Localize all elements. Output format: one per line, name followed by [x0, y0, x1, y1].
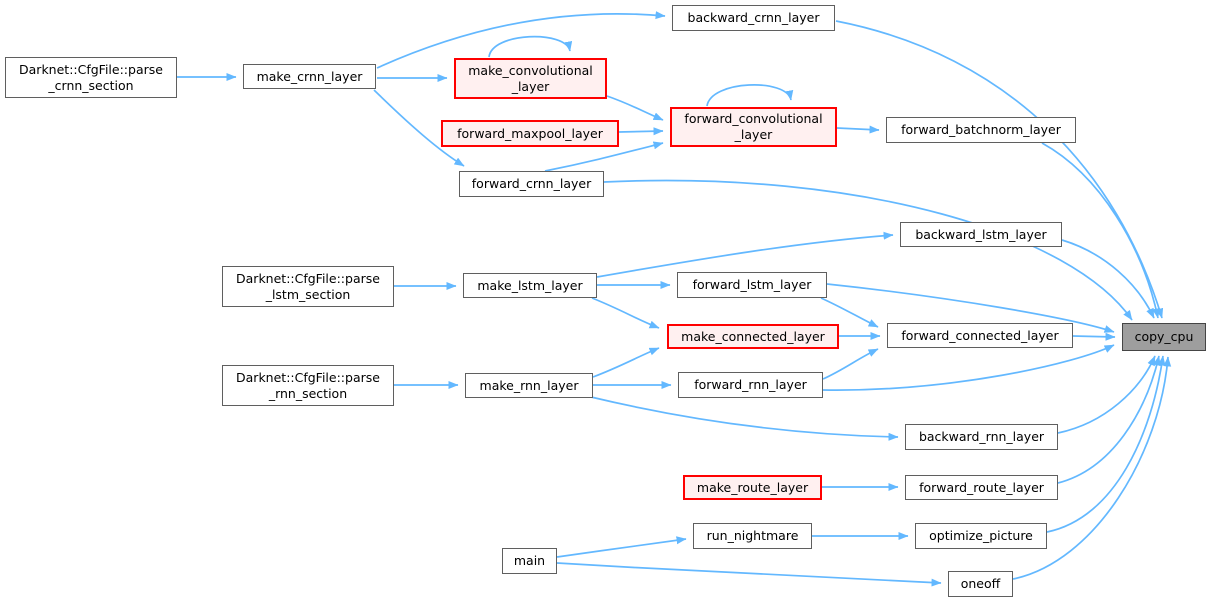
node-label: forward_connected_layer: [901, 327, 1059, 343]
edge-make_lstm_layer-to-make_connected_layer: [591, 297, 660, 329]
node-label: backward_crnn_layer: [687, 10, 820, 25]
edge-forward_crnn_layer-to-forward_convolutional_layer: [544, 141, 664, 172]
node-label: backward_rnn_layer: [918, 429, 1045, 444]
node-run_nightmare[interactable]: run_nightmare: [693, 523, 812, 549]
node-label: forward_maxpool_layer: [457, 125, 603, 141]
node-label: main: [513, 553, 546, 568]
edge-oneoff-to-copy_cpu: [1012, 356, 1172, 580]
node-forward_connected_layer[interactable]: forward_connected_layer: [887, 323, 1073, 348]
node-make_rnn_layer[interactable]: make_rnn_layer: [465, 373, 593, 398]
edge-forward_convolutional_layer-to-forward_batchnorm_layer: [836, 125, 880, 134]
edge-make_crnn_layer-to-backward_crnn_layer: [376, 11, 666, 69]
node-make_crnn_layer[interactable]: make_crnn_layer: [243, 64, 376, 89]
node-label: optimize_picture: [929, 528, 1033, 543]
node-backward_rnn_layer[interactable]: backward_rnn_layer: [905, 424, 1058, 450]
node-copy_cpu[interactable]: copy_cpu: [1122, 323, 1206, 351]
node-backward_crnn_layer[interactable]: backward_crnn_layer: [672, 5, 835, 31]
node-make_connected_layer[interactable]: make_connected_layer: [667, 324, 839, 349]
node-main[interactable]: main: [502, 548, 557, 574]
node-label: make_convolutional _layer: [468, 62, 593, 94]
node-label: forward_crnn_layer: [471, 176, 592, 191]
node-parse_rnn_section[interactable]: Darknet::CfgFile::parse _rnn_section: [222, 365, 394, 406]
node-optimize_picture[interactable]: optimize_picture: [915, 523, 1047, 549]
node-label: forward_rnn_layer: [694, 377, 807, 392]
node-label: Darknet::CfgFile::parse _rnn_section: [236, 369, 380, 401]
node-forward_rnn_layer[interactable]: forward_rnn_layer: [678, 372, 823, 398]
node-label: Darknet::CfgFile::parse _crnn_section: [19, 61, 163, 93]
edge-backward_rnn_layer-to-copy_cpu: [1057, 355, 1156, 434]
edge-backward_crnn_layer-to-copy_cpu: [835, 20, 1164, 319]
node-oneoff[interactable]: oneoff: [948, 571, 1013, 597]
edge-forward_batchnorm_layer-to-copy_cpu: [1041, 142, 1160, 319]
node-label: make_route_layer: [696, 479, 809, 495]
node-forward_crnn_layer[interactable]: forward_crnn_layer: [459, 171, 604, 197]
edge-forward_convolutional_layer-self-loop: [706, 84, 794, 107]
edge-forward_lstm_layer-to-forward_connected_layer: [820, 297, 879, 328]
node-label: backward_lstm_layer: [915, 226, 1047, 242]
edge-forward_lstm_layer-to-copy_cpu: [826, 283, 1115, 333]
node-label: forward_route_layer: [919, 479, 1044, 495]
node-forward_convolutional_layer[interactable]: forward_convolutional _layer: [670, 107, 837, 147]
edge-forward_rnn_layer-to-copy_cpu: [822, 344, 1115, 391]
node-forward_batchnorm_layer[interactable]: forward_batchnorm_layer: [886, 117, 1076, 143]
node-forward_lstm_layer[interactable]: forward_lstm_layer: [677, 272, 827, 298]
edge-forward_connected_layer-to-copy_cpu: [1072, 332, 1116, 341]
node-backward_lstm_layer[interactable]: backward_lstm_layer: [900, 222, 1062, 247]
edge-forward_route_layer-to-copy_cpu: [1057, 355, 1161, 484]
edge-forward_maxpool_layer-to-forward_convolutional_layer: [618, 127, 664, 136]
edge-main-to-oneoff: [556, 562, 942, 587]
node-parse_lstm_section[interactable]: Darknet::CfgFile::parse _lstm_section: [222, 266, 394, 307]
node-make_convolutional_layer[interactable]: make_convolutional _layer: [454, 58, 607, 99]
node-parse_crnn_section[interactable]: Darknet::CfgFile::parse _crnn_section: [5, 57, 177, 98]
edge-make_lstm_layer-to-backward_lstm_layer: [596, 231, 894, 278]
node-make_lstm_layer[interactable]: make_lstm_layer: [463, 273, 597, 298]
node-forward_route_layer[interactable]: forward_route_layer: [905, 475, 1058, 500]
node-label: make_rnn_layer: [479, 377, 579, 393]
edge-main-to-run_nightmare: [556, 536, 687, 558]
node-forward_maxpool_layer[interactable]: forward_maxpool_layer: [441, 120, 619, 147]
edge-forward_rnn_layer-to-forward_connected_layer: [822, 348, 879, 380]
node-label: make_lstm_layer: [477, 277, 583, 293]
edge-optimize_picture-to-copy_cpu: [1046, 355, 1166, 533]
node-label: forward_batchnorm_layer: [901, 122, 1061, 137]
edge-forward_crnn_layer-to-copy_cpu: [603, 179, 1133, 321]
edge-make_crnn_layer-to-forward_crnn_layer: [373, 89, 465, 167]
node-make_route_layer[interactable]: make_route_layer: [683, 475, 822, 500]
node-label: oneoff: [960, 576, 1001, 591]
edge-backward_lstm_layer-to-copy_cpu: [1061, 239, 1155, 319]
node-label: Darknet::CfgFile::parse _lstm_section: [236, 270, 380, 302]
node-label: forward_lstm_layer: [692, 277, 812, 292]
node-label: make_crnn_layer: [256, 68, 363, 84]
edge-make_rnn_layer-to-backward_rnn_layer: [590, 396, 899, 441]
edge-make_convolutional_layer-to-forward_convolutional_layer: [606, 95, 664, 121]
edge-make_convolutional_layer-self-loop: [488, 35, 573, 58]
edge-make_rnn_layer-to-make_connected_layer: [592, 347, 660, 378]
node-label: copy_cpu: [1134, 329, 1194, 344]
node-label: run_nightmare: [706, 528, 799, 543]
node-label: forward_convolutional _layer: [684, 111, 823, 142]
node-label: make_connected_layer: [681, 328, 825, 344]
